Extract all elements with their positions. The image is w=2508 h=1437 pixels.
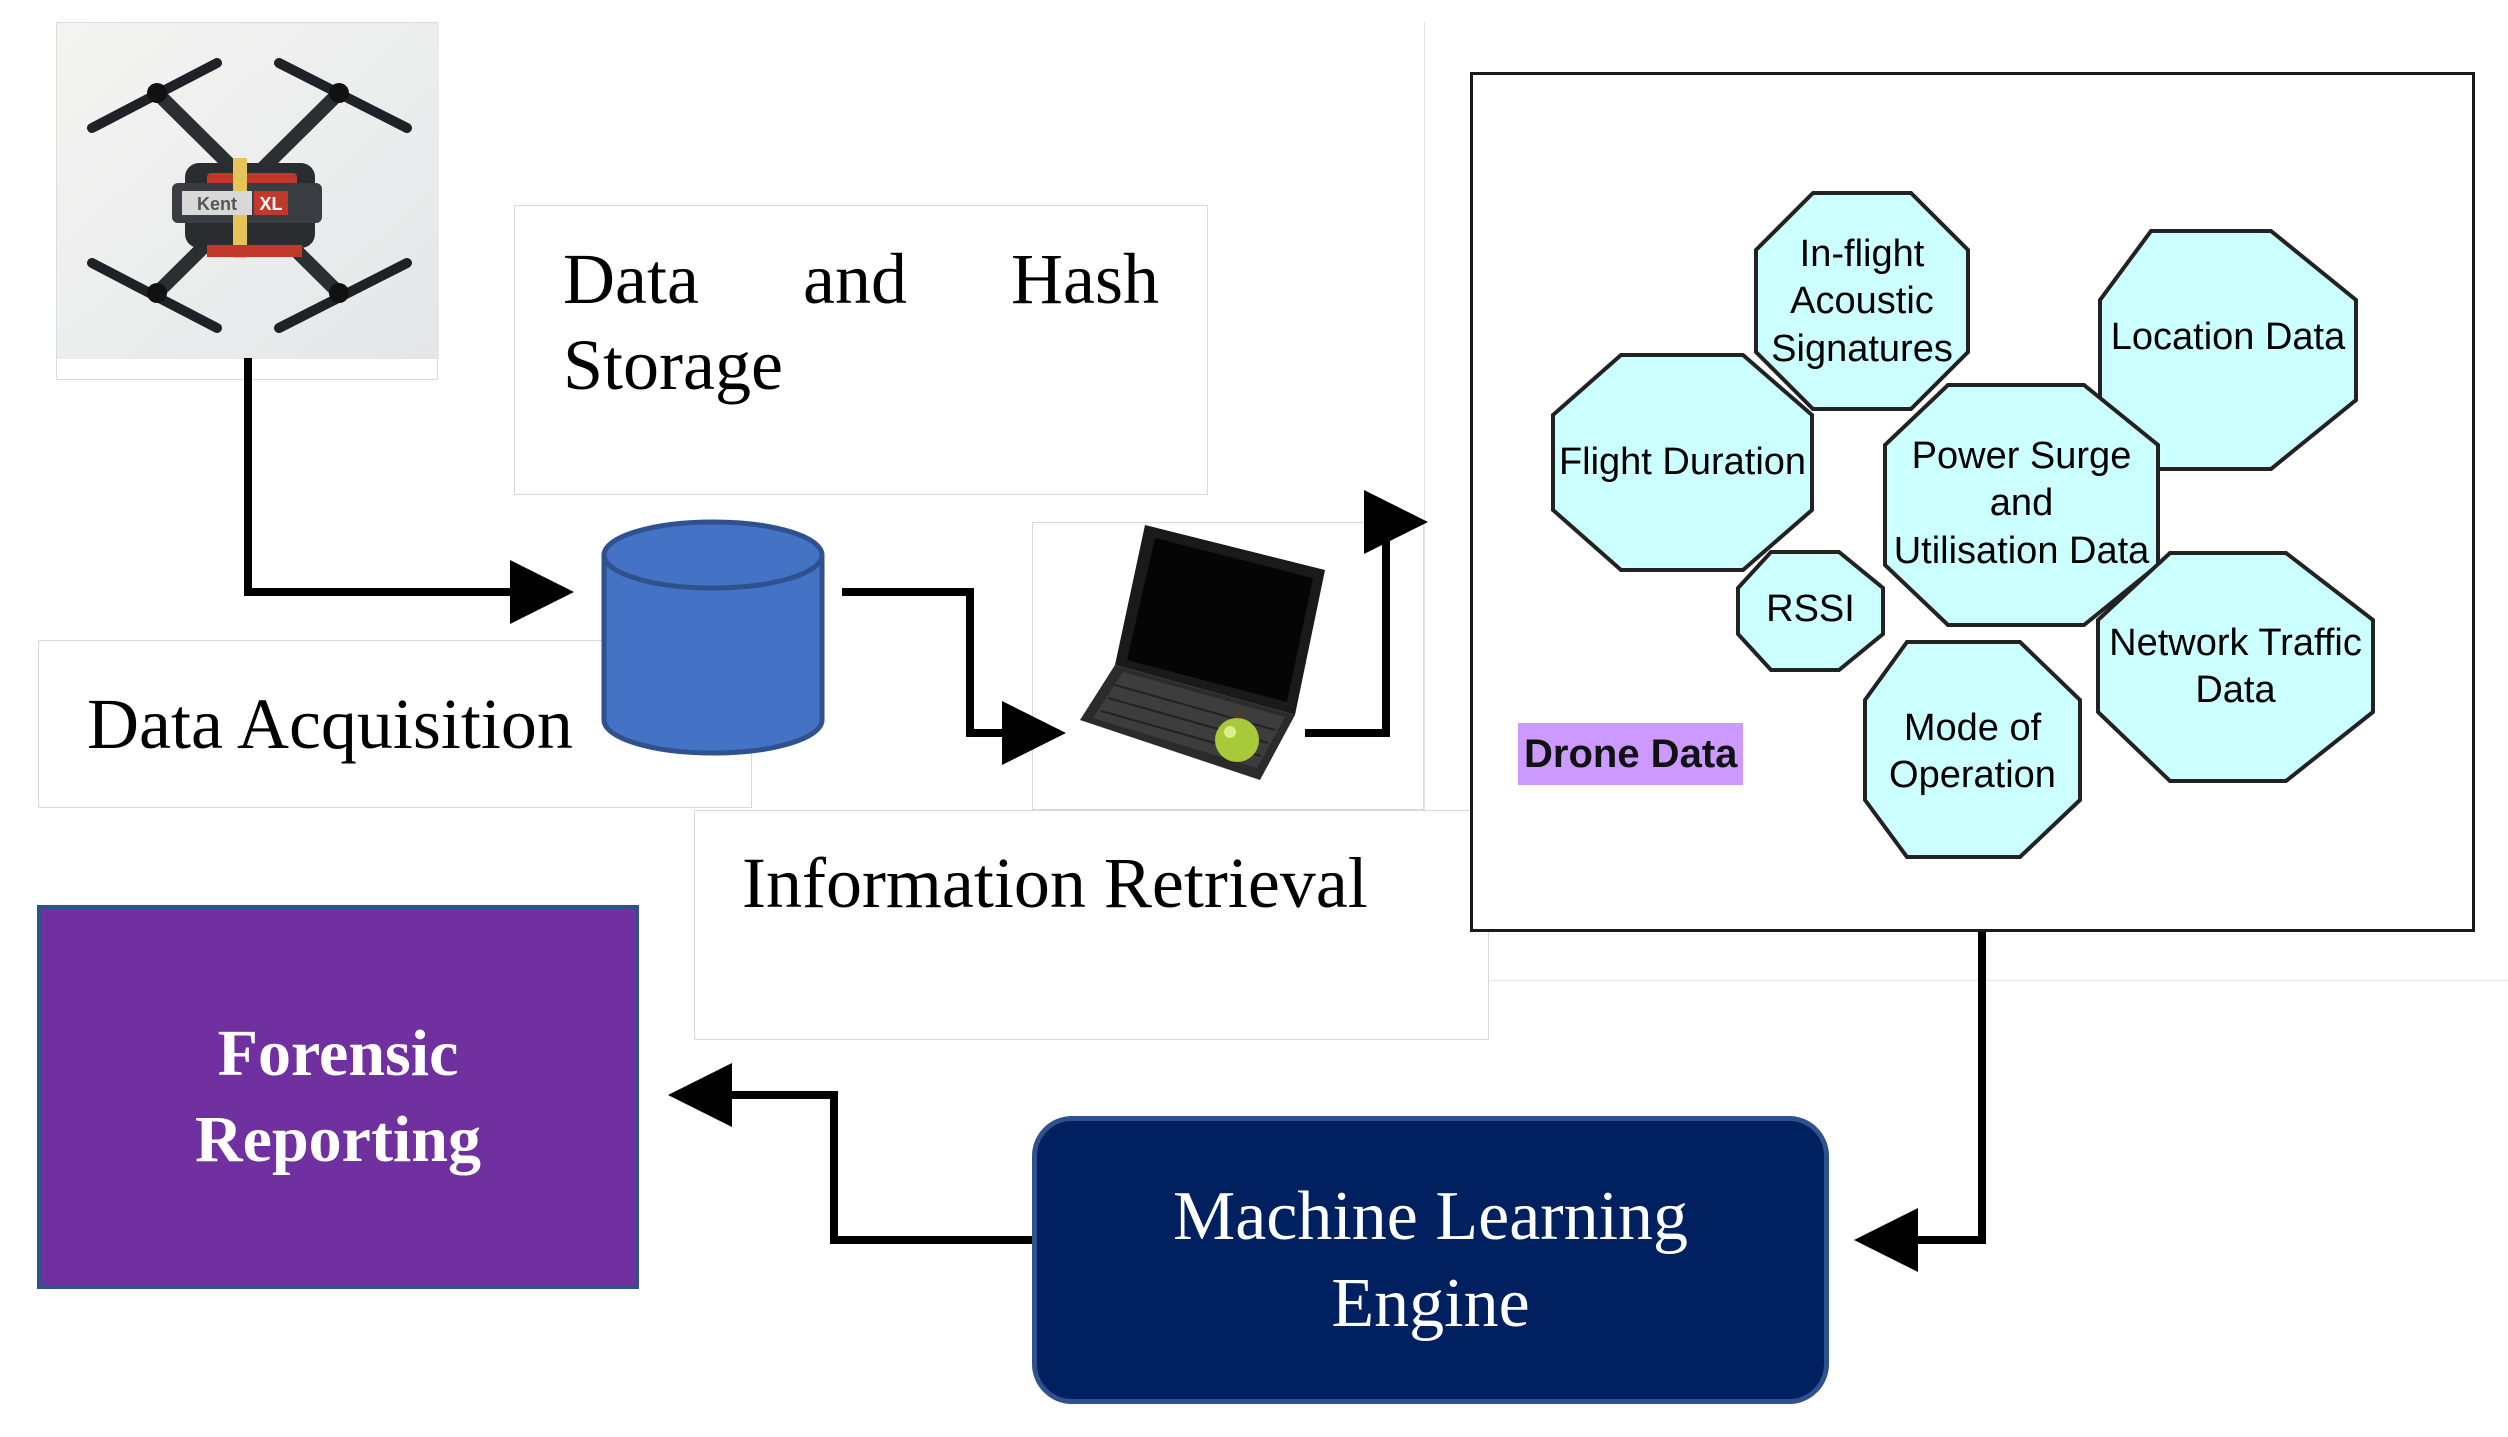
information-retrieval-label: Information Retrieval — [742, 843, 1368, 923]
label-rssi: RSSI — [1766, 588, 1855, 631]
forensic-reporting-line1: Forensic — [217, 1017, 459, 1091]
drone-icon: Kent XL — [57, 23, 439, 359]
database-icon — [601, 519, 825, 756]
data-acquisition-label: Data Acquisition — [87, 683, 573, 764]
drone-photo: Kent XL — [56, 22, 439, 380]
ml-engine-line1: Machine Learning — [1172, 1177, 1689, 1255]
hash-storage-label: Data and Hash Storage — [563, 239, 1159, 406]
frame-line-horizontal — [1488, 980, 2508, 981]
arrow-drone-to-database — [244, 358, 574, 624]
data-acquisition-box: Data Acquisition — [38, 640, 752, 808]
frame-line-vertical — [1424, 22, 1425, 812]
arrow-panel-to-ml-engine — [1854, 932, 1986, 1272]
drone-brand-badge: XL — [259, 194, 282, 214]
arrow-database-to-laptop — [842, 588, 1066, 765]
forensic-reporting-box: Forensic Reporting — [37, 905, 639, 1289]
arrow-ml-engine-to-forensic — [668, 1063, 1032, 1244]
arrow-laptop-to-panel — [1305, 490, 1428, 737]
forensic-reporting-line2: Reporting — [195, 1103, 481, 1176]
ml-engine-line2: Engine — [1331, 1265, 1530, 1342]
label-flight-duration: Flight Duration — [1558, 440, 1807, 483]
label-location: Location Data — [2110, 315, 2346, 358]
hash-storage-box: Data and Hash Storage — [514, 205, 1208, 495]
ml-engine-box: Machine Learning Engine — [1032, 1116, 1829, 1404]
frame-box-laptop — [1032, 522, 1424, 810]
drone-data-label: Drone Data — [1518, 723, 1744, 785]
laptop-icon — [1080, 525, 1325, 780]
drone-brand-text: Kent — [197, 194, 237, 214]
